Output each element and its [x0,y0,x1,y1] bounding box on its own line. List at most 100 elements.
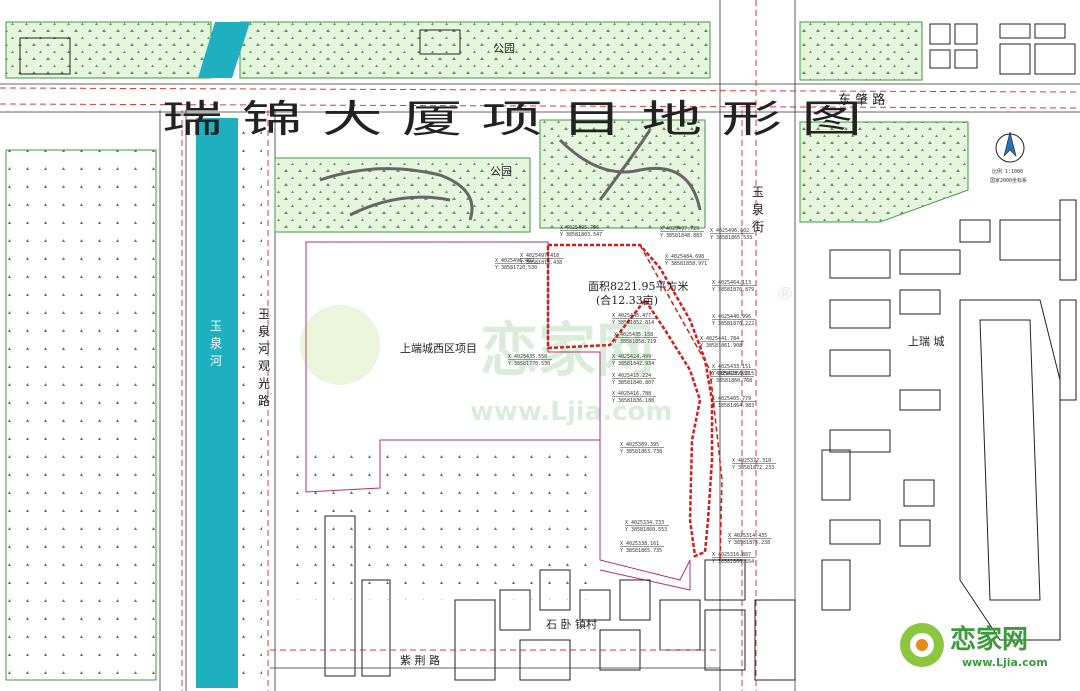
coord-x: X 4025497.418 [520,253,559,259]
map-title: 瑞 锦 大 厦 项 目 地 形 图 [162,97,862,141]
coord-x: X 4025334.733 [625,520,664,526]
coord-y: Y 38581861.908 [700,343,742,349]
coord-x: X 4025445.477 [612,313,651,319]
coord-y: Y 38581840.807 [612,380,654,386]
project-boundary [546,243,714,558]
watermark-brand: 恋家网 [950,624,1028,655]
west-green-field [5,149,157,681]
coord-x: X 4025314.435 [728,533,767,539]
coord-y: Y 38581870.222 [712,321,754,327]
coord-y: Y 38581865.533 [710,235,752,241]
watermark-bottom-right: 恋家网 www.Ljia.com [900,623,1048,669]
coord-x: X 4025495.796 [560,225,599,231]
coord-y: Y 38581866.554 [712,559,754,565]
coord-x: X 4025433.151 [712,364,751,370]
label-south-road: 紫 荆 路 [400,654,440,667]
coord-y: Y 38581836.188 [612,398,654,404]
watermark-trademark: ® [776,284,794,305]
coord-y: Y 38581858.719 [614,339,656,345]
coord-x: X 4025372.318 [732,458,771,464]
label-street-yuquan: 玉泉街 [752,185,764,234]
west-green-field-2 [240,120,262,680]
coord-x: X 4025441.784 [700,336,739,342]
coord-x: X 4025424.499 [612,354,651,360]
south-road [270,649,720,669]
watermark-url: www.Ljia.com [962,656,1048,669]
coord-y: Y 38581865.735 [620,548,662,554]
coord-x: X 4025464.113 [712,280,751,286]
south-parcel-outline [379,439,691,591]
coord-y: Y 38581872.233 [732,465,774,471]
coord-y: Y 38581856.115 [712,371,754,377]
parcel-area: 面积8221.95平方米 [588,279,689,293]
coord-y: Y 38581770.530 [508,361,550,367]
label-road-east: 东 肇 路 [838,92,885,108]
coord-y: Y 38581860.768 [710,378,752,384]
coord-x: X 4025435.158 [614,332,653,338]
coord-x: X 4025497.729 [660,226,699,232]
park-top-strip [5,21,923,81]
watermark-logo-icon [300,305,380,385]
park-right [799,121,969,223]
coord-x: X 4025416.788 [612,391,651,397]
coord-x: X 4025415.224 [612,373,651,379]
coord-y: Y 38581842.934 [612,361,654,367]
coord-x: X 4025435.550 [508,354,547,360]
coord-x: X 4025338.161 [620,541,659,547]
buildings-east [821,199,1077,641]
coord-y: Y 38581720.530 [495,265,537,271]
parcel-mu: (合12.33亩) [596,293,658,307]
coord-y: Y 38581870.879 [712,287,754,293]
coord-x: X 4025423.988 [710,371,749,377]
south-green-field [290,440,590,600]
coord-y: Y 38581852.814 [612,320,654,326]
road-edges-vertical [159,0,796,691]
coord-y: Y 38581864.983 [712,403,754,409]
river-top [198,22,250,78]
buildings-top-right [19,23,1076,75]
label-park-top: 公园 [493,42,515,55]
coord-y: Y 38581863.738 [620,449,662,455]
coord-x: X 4025440.996 [712,314,751,320]
coord-y: Y 38581858.971 [665,261,707,267]
yuquan-river [196,118,238,688]
label-park-mid: 公园 [490,165,512,178]
road-lines-vertical [181,0,757,691]
park-middle [274,119,706,233]
coord-y: Y 38581875.238 [728,540,770,546]
watermark-brand-center: 恋家网 [480,316,654,384]
road-east [0,83,1080,113]
coord-x: X 4025316.887 [712,552,751,558]
label-village: 石 卧 镇村 [546,617,597,631]
coord-y: Y 38581848.883 [660,233,702,239]
label-project-west: 上端城西区项目 [400,342,477,355]
coord-y: Y 38581803.547 [560,232,602,238]
coord-x: X 4025496.602 [710,228,749,234]
coord-y: Y 38581818.438 [520,260,562,266]
coord-y: Y 38581860.553 [625,527,667,533]
coord-x: X 4025389.395 [620,442,659,448]
